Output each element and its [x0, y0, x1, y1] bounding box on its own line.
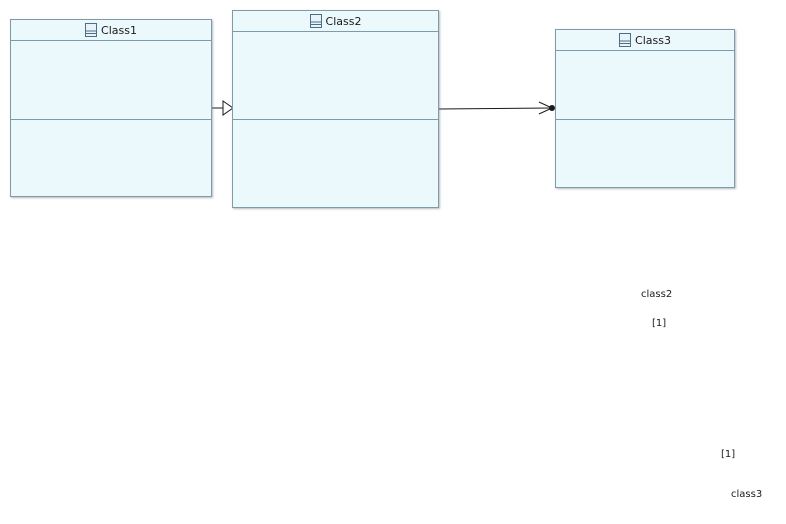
class-node-class1[interactable]: Class1 [10, 19, 212, 197]
class-name: Class2 [325, 14, 362, 28]
class-node-class2[interactable]: Class2 [232, 10, 439, 208]
class-name: Class3 [635, 33, 671, 47]
class-icon [619, 33, 632, 47]
association-line[interactable] [438, 107, 553, 110]
compartment-divider [11, 119, 211, 120]
class-header: Class2 [233, 11, 438, 32]
compartment-divider [556, 119, 734, 120]
class-node-class3[interactable]: Class3 [555, 29, 735, 188]
generalization-arrowhead [222, 100, 234, 116]
association-role-label[interactable]: class2 [641, 289, 673, 300]
class-header: Class1 [11, 20, 211, 41]
class-header: Class3 [556, 30, 734, 51]
association-end-dot [549, 105, 555, 111]
class-name: Class1 [101, 23, 137, 37]
compartment-divider [233, 119, 438, 120]
class-icon [309, 14, 322, 28]
association-role-multiplicity[interactable]: [1] [652, 318, 667, 329]
association-end-label[interactable]: class3 [731, 489, 763, 500]
association-end-multiplicity[interactable]: [1] [721, 449, 736, 460]
class-icon [85, 23, 98, 37]
